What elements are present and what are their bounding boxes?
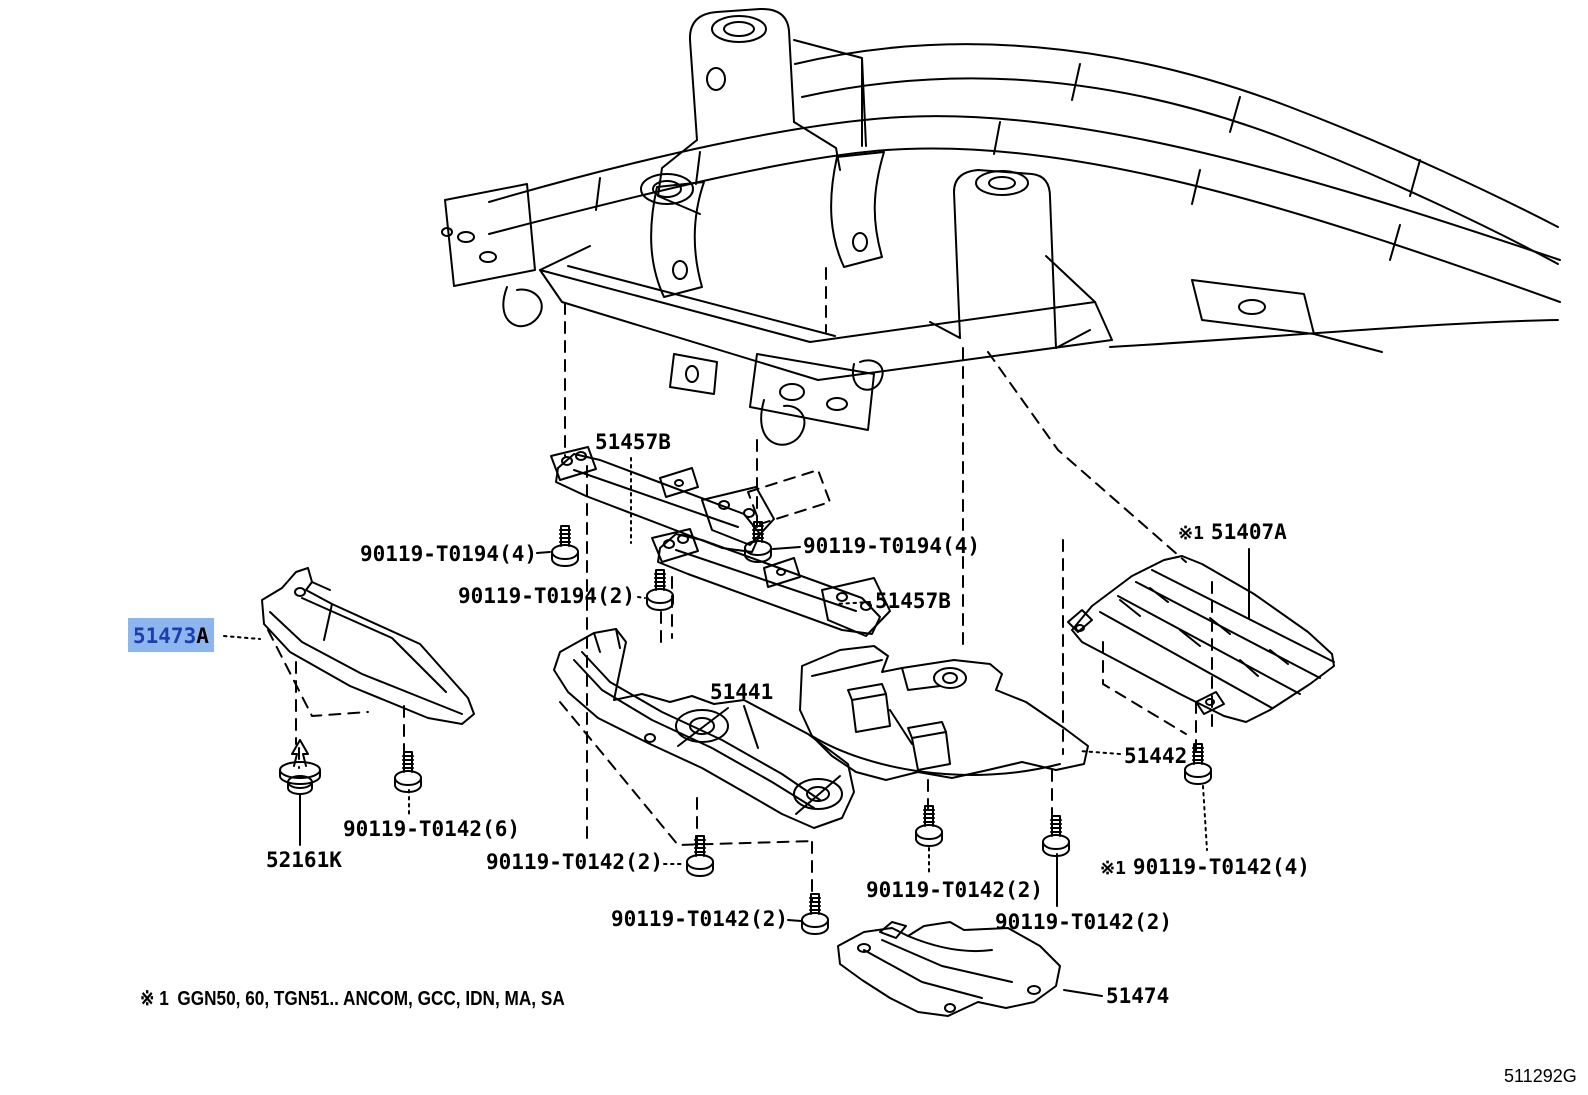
label-51407a-text: 51407A xyxy=(1210,520,1287,544)
bolt-icon xyxy=(1042,815,1070,857)
label-51473a-main: 51473 xyxy=(133,624,197,648)
label-51442[interactable]: 51442 xyxy=(1124,744,1188,768)
label-90119-t0142-2-d[interactable]: 90119-T0142(2) xyxy=(995,910,1173,934)
footnote: ※ 1 GGN50, 60, TGN51.. ANCOM, GCC, IDN, M… xyxy=(140,986,634,1011)
cover-51474 xyxy=(837,921,1061,1017)
footnote-marker: ※ 1 xyxy=(140,988,169,1010)
bolt-icon xyxy=(551,525,579,567)
label-90119-t0142-2-c[interactable]: 90119-T0142(2) xyxy=(866,878,1044,902)
footnote-marker: ※1 xyxy=(1100,858,1126,879)
bolt-icon xyxy=(646,569,674,611)
label-51457b-top[interactable]: 51457B xyxy=(595,430,671,454)
label-51441[interactable]: 51441 xyxy=(710,680,774,704)
leader-lines xyxy=(223,457,1250,997)
footnote-text: GGN50, 60, TGN51.. ANCOM, GCC, IDN, MA, … xyxy=(177,988,565,1010)
brace-51457b-lower xyxy=(651,528,891,637)
label-90119-t0142-2-a[interactable]: 90119-T0142(2) xyxy=(486,850,664,874)
projection-lines xyxy=(267,302,1213,903)
label-52161k[interactable]: 52161K xyxy=(266,848,342,872)
footnote-marker: ※1 xyxy=(1178,523,1204,544)
label-90119-t0194-4-right[interactable]: 90119-T0194(4) xyxy=(803,534,981,558)
cover-51407a xyxy=(1067,555,1335,723)
page-code: 511292G xyxy=(1504,1066,1577,1086)
bolt-icon xyxy=(801,893,829,935)
cover-51441 xyxy=(553,628,855,829)
label-51473a-suffix: A xyxy=(196,624,209,648)
cover-51473a xyxy=(261,567,475,725)
bolt-icon xyxy=(686,835,714,877)
cover-51442 xyxy=(799,645,1089,781)
frame-illustration xyxy=(441,7,1561,446)
label-90119-t0194-4-left[interactable]: 90119-T0194(4) xyxy=(360,542,538,566)
label-90119-t0142-2-b[interactable]: 90119-T0142(2) xyxy=(611,907,789,931)
label-90119-t0194-2[interactable]: 90119-T0194(2) xyxy=(458,584,636,608)
bolt-icon xyxy=(1184,743,1212,785)
highlight-box xyxy=(128,618,214,652)
bolt-icon xyxy=(915,805,943,847)
label-51457b-right[interactable]: 51457B xyxy=(875,589,951,613)
label-90119-t0142-6[interactable]: 90119-T0142(6) xyxy=(343,817,521,841)
bolt-icon xyxy=(394,751,422,793)
label-90119-t0142-4[interactable]: ※1 90119-T0142(4) xyxy=(1100,854,1310,881)
label-51407a[interactable]: ※1 51407A xyxy=(1178,519,1287,546)
label-51474[interactable]: 51474 xyxy=(1106,984,1170,1008)
label-90119-t0142-4-text: 90119-T0142(4) xyxy=(1132,855,1310,879)
bolt-icons xyxy=(279,521,1212,935)
label-51473a[interactable]: 51473A xyxy=(133,623,209,649)
